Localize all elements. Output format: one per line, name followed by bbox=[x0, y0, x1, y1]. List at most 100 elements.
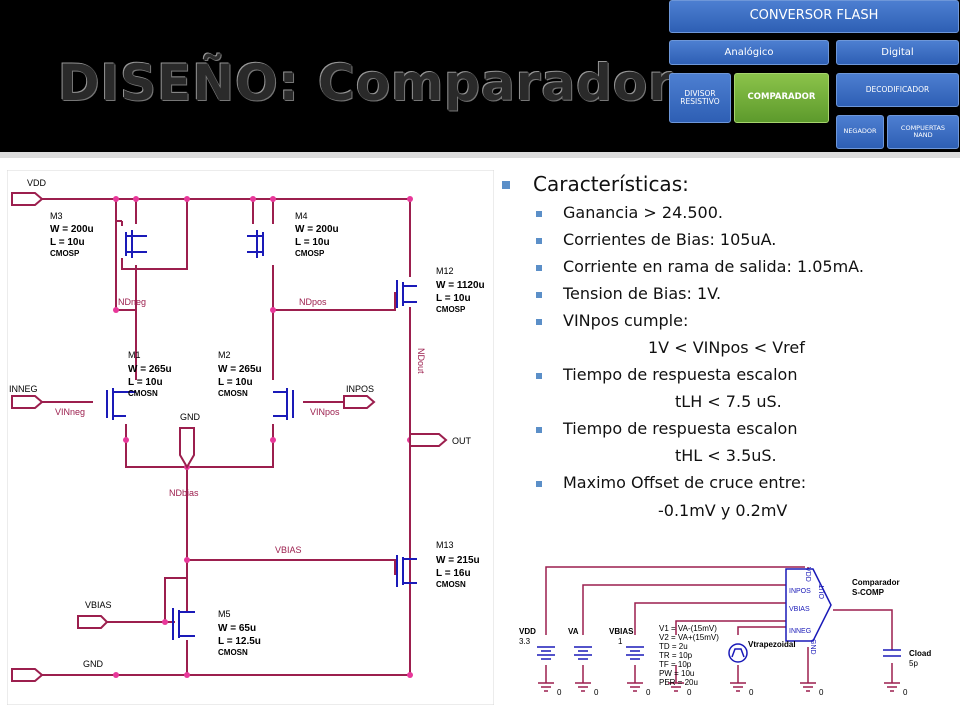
bullet-marker bbox=[536, 211, 542, 217]
svg-text:CMOSN: CMOSN bbox=[436, 580, 466, 589]
nav-decodificador[interactable]: DECODIFICADOR bbox=[836, 73, 959, 107]
ground-label: 0 bbox=[819, 688, 824, 697]
port-gnd-label: GND bbox=[83, 659, 104, 669]
pin-vdd: VDD bbox=[804, 567, 811, 582]
bullet-tiempo-respuesta-2: Tiempo de respuesta escalon bbox=[563, 419, 798, 438]
bullet-marker bbox=[536, 265, 542, 271]
pulse-param-v2: V2 = VA+(15mV) bbox=[659, 633, 719, 642]
tlh-value: tLH < 7.5 uS. bbox=[675, 392, 782, 411]
net-ndpos-label: NDpos bbox=[299, 297, 327, 307]
pulse-param-tf: TF = 10p bbox=[659, 660, 692, 669]
svg-text:W = 265u: W = 265u bbox=[128, 364, 172, 375]
ground-label: 0 bbox=[557, 688, 562, 697]
junction-dots bbox=[113, 196, 413, 678]
m13-label: M13 W = 215u L = 16u CMOSN bbox=[436, 540, 480, 589]
comparator-block bbox=[785, 568, 832, 642]
bullet-marker bbox=[536, 292, 542, 298]
bullet-marker bbox=[536, 427, 542, 433]
svg-text:CMOSN: CMOSN bbox=[218, 389, 248, 398]
slide-title: DISEÑO: Comparador bbox=[58, 54, 674, 112]
vdd-source-label: VDD bbox=[519, 627, 536, 636]
pulse-param-pw: PW = 10u bbox=[659, 669, 694, 678]
port-vdd-label: VDD bbox=[27, 178, 47, 188]
svg-text:M3: M3 bbox=[50, 211, 63, 221]
svg-text:W = 265u: W = 265u bbox=[218, 364, 262, 375]
svg-text:M13: M13 bbox=[436, 540, 454, 550]
comparator-name: Comparador bbox=[852, 578, 900, 587]
testbench-wires bbox=[545, 566, 893, 683]
ground-symbols bbox=[538, 682, 900, 692]
nav-negador[interactable]: NEGADOR bbox=[836, 115, 884, 149]
m12-label: M12 W = 1120u L = 10u CMOSP bbox=[436, 266, 485, 314]
port-inneg-label: INNEG bbox=[9, 384, 38, 394]
svg-text:L = 12.5u: L = 12.5u bbox=[218, 636, 261, 647]
svg-text:W = 215u: W = 215u bbox=[436, 555, 480, 566]
vbias-source-label: VBIAS bbox=[609, 627, 634, 636]
testbench-schematic: VDD 3.3 VA VBIAS 1 V1 = VA-(15mV) V2 = V… bbox=[513, 555, 955, 713]
svg-text:CMOSP: CMOSP bbox=[436, 305, 466, 314]
bullet-marker bbox=[536, 319, 542, 325]
svg-text:L = 10u: L = 10u bbox=[128, 377, 163, 388]
ground-label: 0 bbox=[594, 688, 599, 697]
vtrap-label: Vtrapezoidal bbox=[748, 640, 796, 649]
ground-label: 0 bbox=[903, 688, 908, 697]
svg-text:M1: M1 bbox=[128, 350, 141, 360]
wires bbox=[42, 198, 419, 676]
ground-label: 0 bbox=[749, 688, 754, 697]
heading-bullet bbox=[502, 181, 510, 189]
testbench-sources bbox=[537, 643, 901, 663]
pulse-param-tr: TR = 10p bbox=[659, 651, 693, 660]
ground-label: 0 bbox=[646, 688, 651, 697]
cload-value: 5p bbox=[909, 659, 918, 668]
m1-label: M1 W = 265u L = 10u CMOSN bbox=[128, 350, 172, 398]
net-vbias-label: VBIAS bbox=[275, 545, 302, 555]
vbias-source-value: 1 bbox=[618, 637, 623, 646]
svg-text:M12: M12 bbox=[436, 266, 454, 276]
svg-text:L = 10u: L = 10u bbox=[218, 377, 253, 388]
offset-range: -0.1mV y 0.2mV bbox=[658, 501, 788, 520]
nav-analogico[interactable]: Analógico bbox=[669, 40, 829, 65]
svg-text:W = 200u: W = 200u bbox=[50, 224, 94, 235]
characteristics-heading: Características: bbox=[533, 172, 689, 196]
vinpos-range: 1V < VINpos < Vref bbox=[648, 338, 805, 357]
nav-conversor-flash[interactable]: CONVERSOR FLASH bbox=[669, 0, 959, 33]
pulse-param-v1: V1 = VA-(15mV) bbox=[659, 624, 717, 633]
bullet-tension-bias: Tension de Bias: 1V. bbox=[563, 284, 722, 303]
nav-digital[interactable]: Digital bbox=[836, 40, 959, 65]
nav-compuertas-line2: NAND bbox=[913, 131, 933, 139]
thl-value: tHL < 3.5uS. bbox=[675, 446, 777, 465]
nav-compuertas-nand[interactable]: COMPUERTAS NAND bbox=[887, 115, 959, 149]
net-vinpos-label: VINpos bbox=[310, 407, 340, 417]
net-vinneg-label: VINneg bbox=[55, 407, 85, 417]
port-inpos-label: INPOS bbox=[346, 384, 374, 394]
bullet-corrientes-bias: Corrientes de Bias: 105uA. bbox=[563, 230, 777, 249]
m3-label: M3 W = 200u L = 10u CMOSP bbox=[50, 211, 94, 258]
ground-label: 0 bbox=[687, 688, 692, 697]
nav-compuertas-line1: COMPUERTAS bbox=[900, 123, 946, 132]
transistor-symbols bbox=[106, 230, 417, 640]
va-source-label: VA bbox=[568, 627, 579, 636]
svg-text:CMOSN: CMOSN bbox=[128, 389, 158, 398]
bullet-ganancia: Ganancia > 24.500. bbox=[563, 203, 723, 222]
bullet-vinpos: VINpos cumple: bbox=[563, 311, 689, 330]
net-ndout-label: NDout bbox=[416, 348, 426, 374]
bullet-tiempo-respuesta-1: Tiempo de respuesta escalon bbox=[563, 365, 798, 384]
pulse-param-td: TD = 2u bbox=[659, 642, 688, 651]
bullet-marker bbox=[536, 238, 542, 244]
bullet-corriente-salida: Corriente en rama de salida: 1.05mA. bbox=[563, 257, 864, 276]
svg-text:M2: M2 bbox=[218, 350, 231, 360]
svg-text:CMOSP: CMOSP bbox=[50, 249, 80, 258]
pin-inpos: INPOS bbox=[789, 588, 811, 595]
pin-vbias: VBIAS bbox=[789, 606, 810, 613]
pin-inneg: INNEG bbox=[789, 628, 811, 635]
svg-text:L = 10u: L = 10u bbox=[436, 293, 471, 304]
mid-ground-symbol bbox=[179, 427, 195, 469]
svg-text:L = 10u: L = 10u bbox=[295, 237, 330, 248]
svg-text:L = 16u: L = 16u bbox=[436, 568, 471, 579]
svg-text:M4: M4 bbox=[295, 211, 308, 221]
cload-name: Cload bbox=[909, 649, 931, 658]
nav-comparador[interactable]: COMPARADOR bbox=[734, 73, 829, 123]
svg-text:W = 1120u: W = 1120u bbox=[436, 280, 485, 291]
svg-text:L = 10u: L = 10u bbox=[50, 237, 85, 248]
nav-divisor-resistivo[interactable]: DIVISOR RESISTIVO bbox=[669, 73, 731, 123]
